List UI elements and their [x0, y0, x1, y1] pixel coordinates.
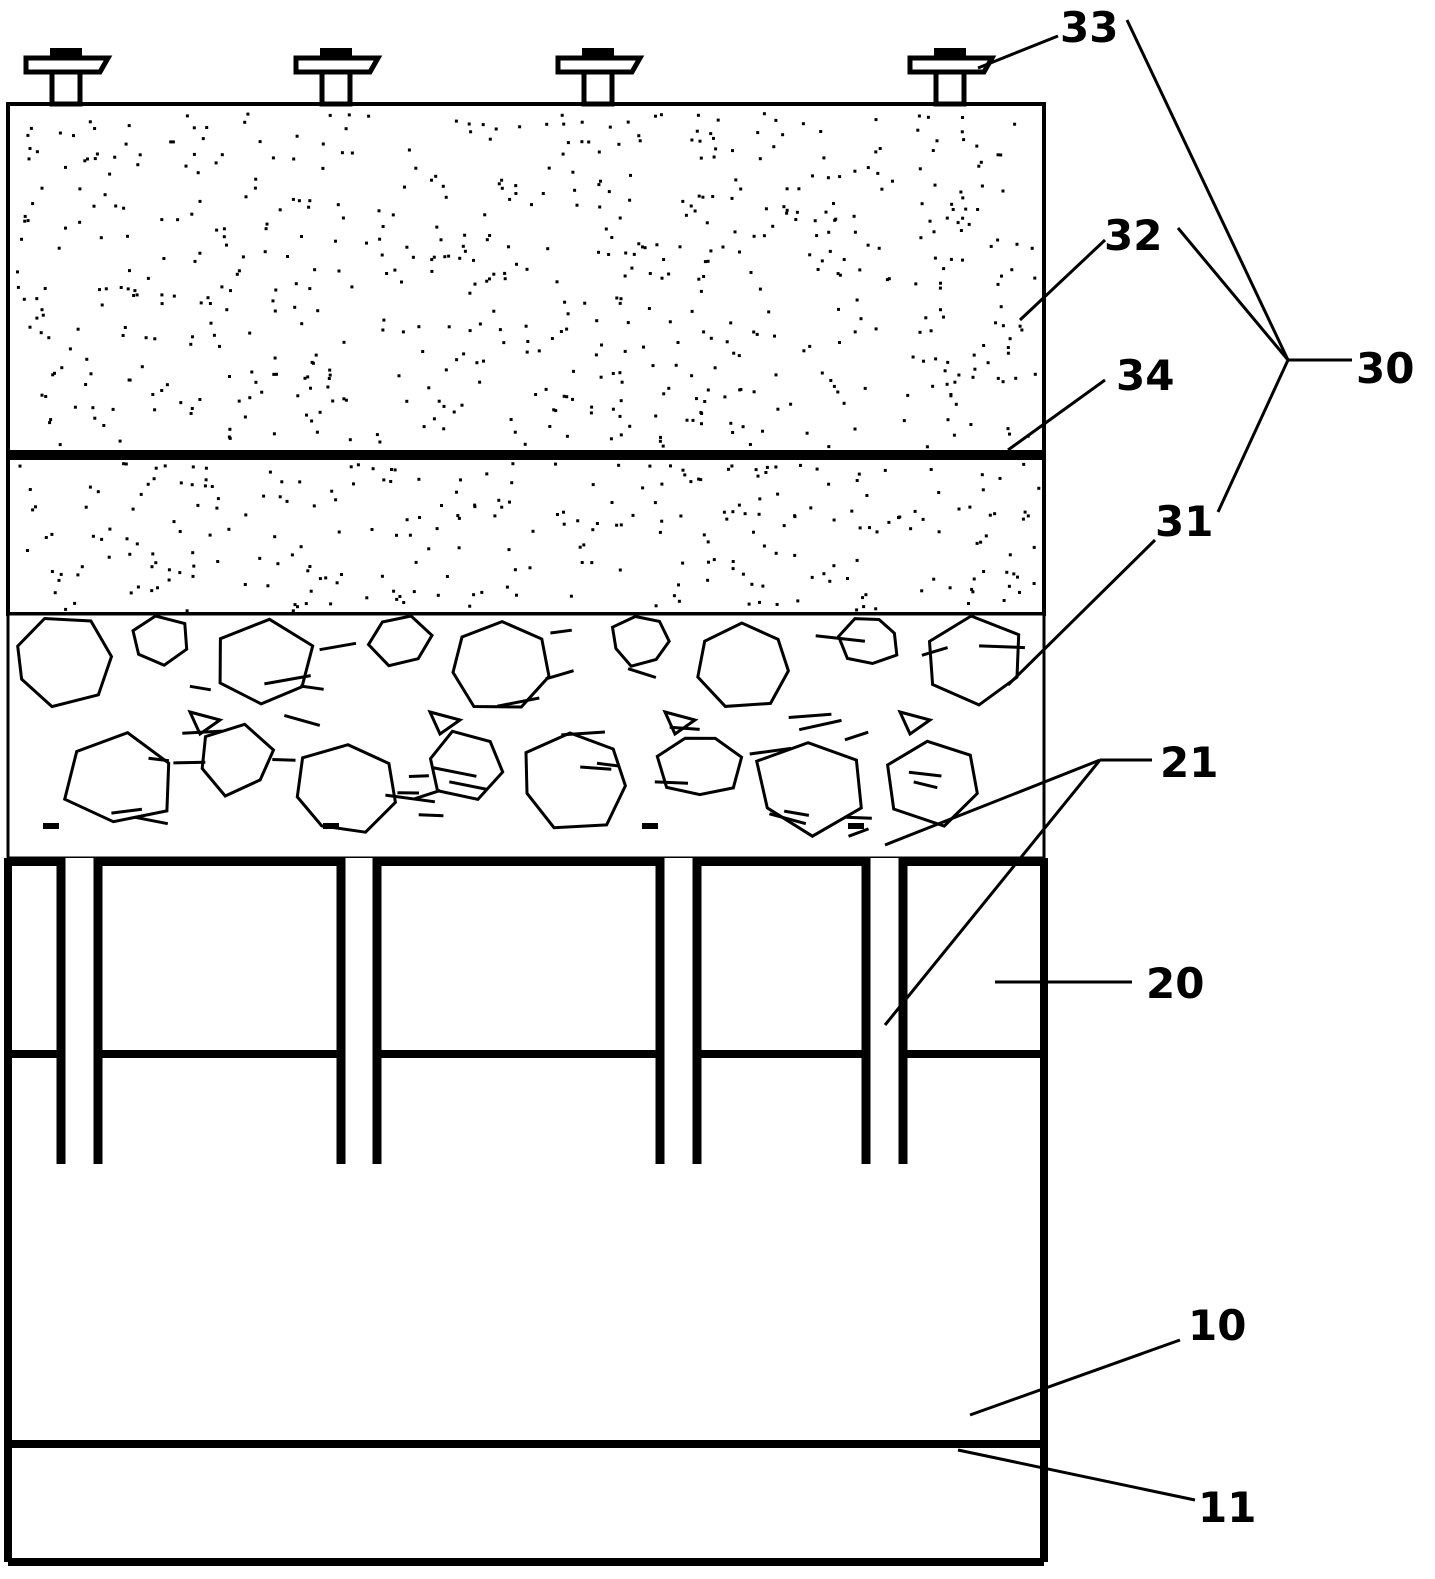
drainage-pipes-21 — [43, 823, 908, 1164]
leader-30-a — [1125, 19, 1290, 361]
middle-sand-layer — [6, 456, 1046, 616]
leader-21-b — [884, 758, 1101, 847]
leader-30-b — [1176, 227, 1290, 361]
speckle-texture-middle — [18, 462, 1041, 613]
label-33: 33 — [1060, 3, 1118, 52]
leader-31 — [1006, 538, 1157, 687]
leader-34 — [1007, 378, 1106, 452]
leader-33 — [977, 34, 1059, 70]
label-10: 10 — [1188, 1301, 1246, 1350]
label-21: 21 — [1160, 738, 1218, 787]
label-30: 30 — [1356, 344, 1414, 393]
leader-lines — [883, 19, 1352, 1502]
gravel-stones — [16, 614, 1025, 838]
label-32: 32 — [1104, 211, 1162, 260]
anchors-33 — [23, 48, 997, 107]
leader-32 — [1018, 238, 1107, 322]
speckle-texture-top — [16, 112, 1037, 449]
leader-21-c — [883, 759, 1102, 1026]
leader-11 — [957, 1448, 1196, 1502]
label-11: 11 — [1198, 1483, 1256, 1532]
top-layer-32 — [6, 102, 1046, 456]
leader-30-d — [1216, 359, 1290, 513]
label-34: 34 — [1116, 351, 1174, 400]
label-31: 31 — [1155, 497, 1213, 546]
gravel-layer-31 — [6, 612, 1046, 860]
label-20: 20 — [1146, 959, 1204, 1008]
leader-10 — [969, 1338, 1181, 1417]
